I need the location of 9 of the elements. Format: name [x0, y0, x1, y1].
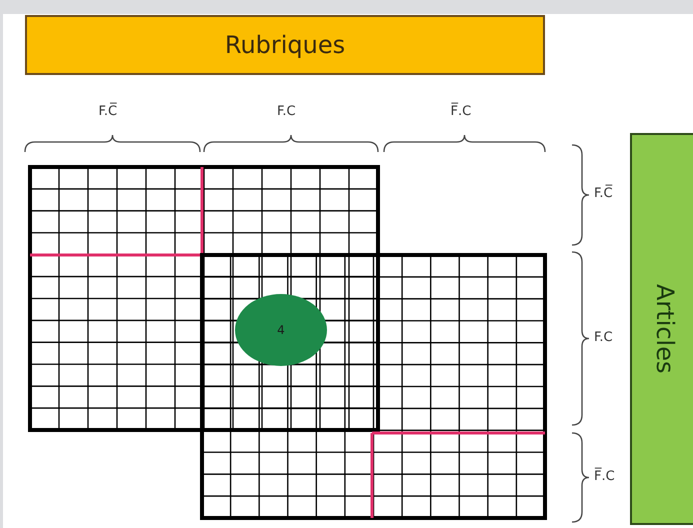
- side-banner: Articles: [630, 133, 693, 525]
- brace-label: F.C̅: [594, 186, 613, 201]
- brace-label: F.C: [277, 104, 296, 119]
- brace-label: F̅.C: [594, 468, 615, 484]
- title-banner: Rubriques: [25, 15, 545, 75]
- ellipse-marker: 4: [235, 294, 327, 366]
- brace-label: F.C: [594, 330, 613, 344]
- brace-label: F̅.C: [450, 104, 472, 119]
- brace-label: F.C̅: [98, 104, 118, 119]
